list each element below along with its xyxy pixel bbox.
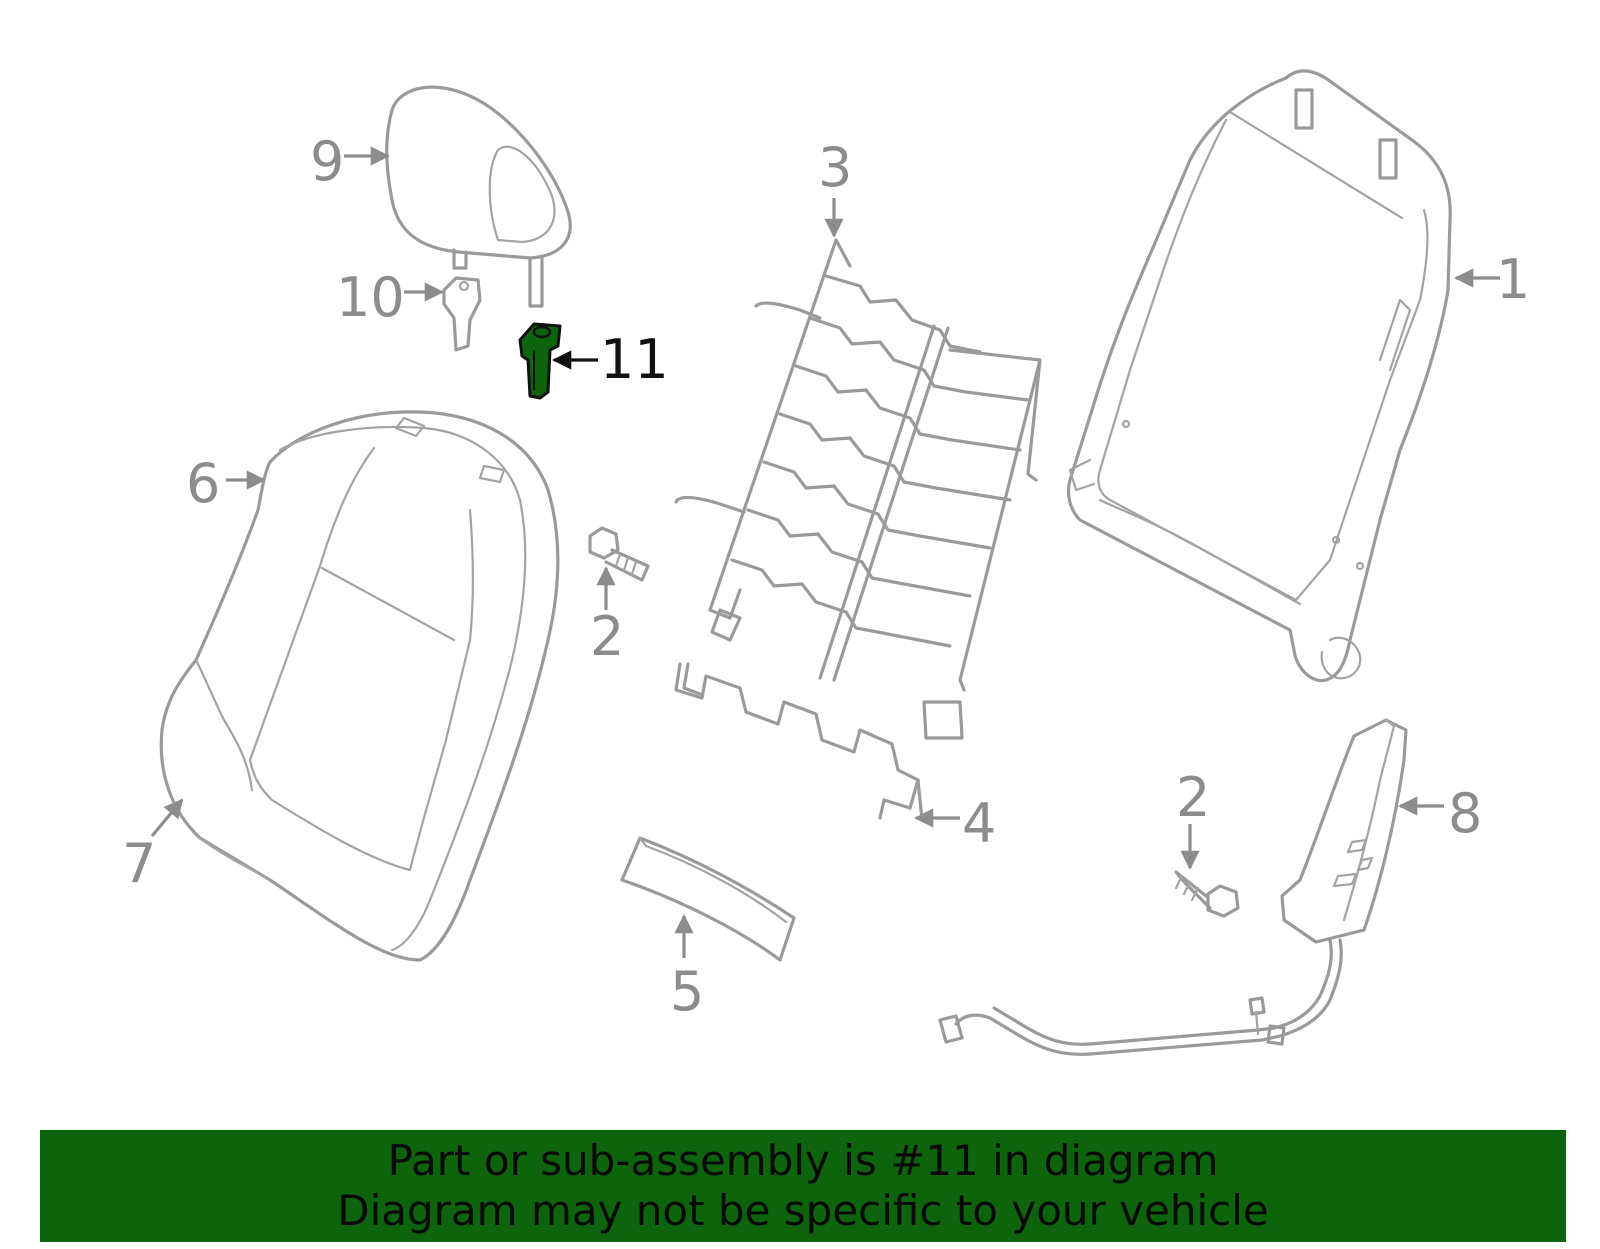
svg-text:4: 4 [962,792,996,855]
svg-text:10: 10 [336,266,405,329]
svg-text:3: 3 [818,136,852,199]
headrest-part-9 [385,85,572,308]
callout-11-highlighted: 11 [552,328,669,391]
callout-8: 8 [1398,782,1482,845]
callout-10: 10 [336,266,444,329]
svg-text:11: 11 [600,328,669,391]
svg-text:5: 5 [670,960,704,1023]
svg-text:2: 2 [1176,766,1210,829]
svg-text:1: 1 [1496,248,1530,311]
svg-text:6: 6 [186,452,220,515]
wire-harness-part-8 [938,938,1343,1056]
callout-2-left: 2 [590,566,624,668]
svg-text:7: 7 [122,832,156,895]
callout-2-right: 2 [1176,766,1210,870]
guide-part-11-highlighted [518,322,562,400]
callout-7: 7 [122,798,184,895]
callout-6: 6 [186,452,266,515]
callout-5: 5 [670,914,704,1023]
callout-4: 4 [914,792,996,855]
svg-text:2: 2 [590,605,624,668]
banner-line-disclaimer: Diagram may not be specific to your vehi… [337,1186,1269,1235]
seatback-cover-part-6-7 [159,410,560,962]
bolt-part-2-right [1174,870,1240,918]
spring-mat-part-3 [674,238,1042,740]
svg-text:8: 8 [1448,782,1482,845]
seat-frame-part-1 [1066,69,1452,683]
info-banner: Part or sub-assembly is #11 in diagram D… [40,1130,1566,1242]
callout-9: 9 [310,130,390,193]
lumbar-wire-part-4 [674,662,924,822]
banner-line-part-number: Part or sub-assembly is #11 in diagram [387,1136,1219,1185]
bolt-part-2-left [588,526,650,582]
callout-3: 3 [818,136,852,238]
callout-1: 1 [1454,248,1530,311]
pad-part-5 [620,836,796,962]
svg-text:9: 9 [310,130,344,193]
guide-part-10 [442,276,482,352]
side-panel-part-8 [1280,718,1408,944]
